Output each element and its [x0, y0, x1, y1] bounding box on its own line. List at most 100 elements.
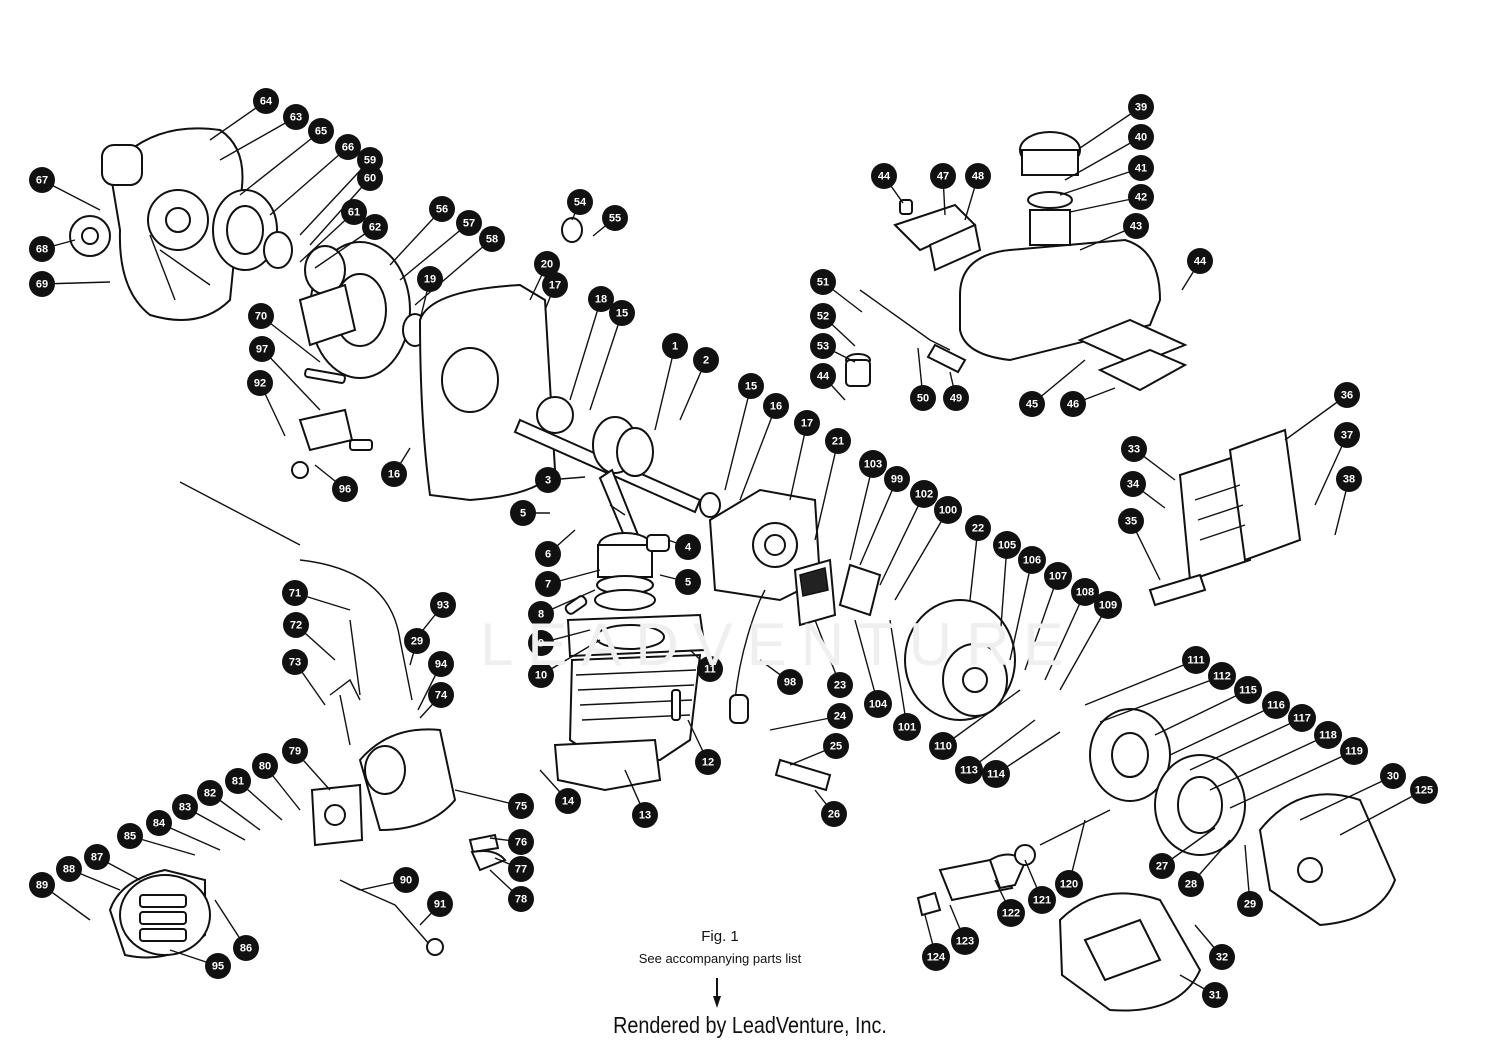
callout-bubble	[1187, 248, 1213, 274]
leader-line-65	[239, 130, 322, 196]
callout-number: 124	[927, 952, 946, 964]
callout-89: 89	[29, 872, 55, 898]
callout-116: 116	[1262, 691, 1290, 719]
starter-pulley	[69, 189, 293, 271]
leader-line-105	[999, 544, 1008, 641]
leader-line-101	[889, 619, 908, 728]
callout-number: 112	[1213, 671, 1231, 683]
callout-bubble	[528, 630, 554, 656]
callout-108: 108	[1071, 578, 1099, 606]
callout-59: 59	[357, 147, 383, 173]
callout-94: 94	[428, 651, 454, 677]
callout-number: 44	[817, 371, 830, 383]
callout-21: 21	[825, 428, 851, 454]
callout-bubble	[253, 88, 279, 114]
callout-bubble	[1055, 870, 1083, 898]
callout-92: 92	[247, 370, 273, 396]
callout-number: 29	[411, 636, 423, 648]
callout-bubble	[535, 541, 561, 567]
callout-number: 10	[535, 670, 547, 682]
callout-bubble	[283, 612, 309, 638]
callout-number: 22	[972, 523, 984, 535]
callout-bubble	[810, 333, 836, 359]
callout-bubble	[871, 163, 897, 189]
crankcase-left	[418, 283, 574, 502]
callout-bubble	[56, 856, 82, 882]
callout-number: 11	[704, 664, 716, 676]
callout-bubble	[252, 753, 278, 779]
callout-77: 77	[508, 856, 534, 882]
callout-bubble	[510, 500, 536, 526]
callout-bubble	[965, 515, 991, 541]
callout-number: 109	[1099, 600, 1117, 612]
callout-number: 47	[937, 171, 949, 183]
callout-number: 64	[260, 96, 273, 108]
leader-line-103	[849, 463, 874, 561]
crankcase-right	[708, 488, 822, 602]
callout-bubble	[282, 738, 308, 764]
callout-number: 117	[1293, 713, 1311, 725]
callout-number: 72	[290, 620, 302, 632]
callout-51: 51	[810, 269, 836, 295]
part-drawings	[69, 127, 1397, 1012]
callout-number: 96	[339, 484, 351, 496]
callout-bubble	[662, 333, 688, 359]
callout-bubble	[508, 793, 534, 819]
callout-8: 8	[528, 601, 554, 627]
callout-bubble	[1128, 184, 1154, 210]
callout-bubble	[993, 531, 1021, 559]
callout-number: 33	[1128, 444, 1140, 456]
leader-line-99	[859, 478, 898, 566]
callout-number: 105	[998, 540, 1016, 552]
callout-number: 116	[1267, 700, 1285, 712]
callout-bubble	[29, 167, 55, 193]
callout-number: 60	[364, 173, 376, 185]
callout-bubble	[1028, 886, 1056, 914]
callout-33: 33	[1121, 436, 1147, 462]
callout-number: 57	[463, 218, 475, 230]
callout-number: 61	[348, 207, 360, 219]
callout-38: 38	[1336, 466, 1362, 492]
callout-bubble	[567, 189, 593, 215]
leader-line-111	[1084, 659, 1197, 706]
callout-31: 31	[1202, 982, 1228, 1008]
callout-number: 50	[917, 393, 929, 405]
fuel-filter	[845, 289, 967, 387]
callout-17: 17	[542, 272, 568, 298]
callout-60: 60	[357, 165, 383, 191]
callout-16: 16	[763, 393, 789, 419]
callout-bubble	[248, 303, 274, 329]
callout-80: 80	[252, 753, 278, 779]
leader-line-115	[1154, 689, 1249, 736]
callout-115: 115	[1234, 676, 1262, 704]
callout-number: 120	[1060, 879, 1078, 891]
callout-bubble	[1202, 982, 1228, 1008]
callout-number: 21	[832, 436, 844, 448]
callout-36: 36	[1334, 382, 1360, 408]
callout-number: 99	[891, 474, 903, 486]
callout-101: 101	[893, 713, 921, 741]
callout-bubble	[1410, 776, 1438, 804]
callout-bubble	[1314, 721, 1342, 749]
callout-bubble	[381, 461, 407, 487]
callout-23: 23	[827, 672, 853, 698]
callout-bubble	[695, 749, 721, 775]
callout-bubble	[1262, 691, 1290, 719]
callout-93: 93	[430, 592, 456, 618]
callout-bubble	[1123, 213, 1149, 239]
callout-number: 20	[541, 259, 553, 271]
callout-number: 106	[1023, 555, 1041, 567]
callout-67: 67	[29, 167, 55, 193]
leader-line-66	[269, 146, 349, 216]
leader-line-125	[1339, 789, 1425, 836]
callout-number: 2	[703, 355, 709, 367]
callout-number: 104	[869, 699, 888, 711]
callout-number: 19	[424, 274, 436, 286]
callout-number: 74	[435, 690, 448, 702]
starter-handle	[916, 809, 1111, 917]
callout-26: 26	[821, 801, 847, 827]
callout-bubble	[1209, 944, 1235, 970]
leader-line-110	[942, 689, 1021, 747]
callout-bubble	[335, 134, 361, 160]
callout-47: 47	[930, 163, 956, 189]
